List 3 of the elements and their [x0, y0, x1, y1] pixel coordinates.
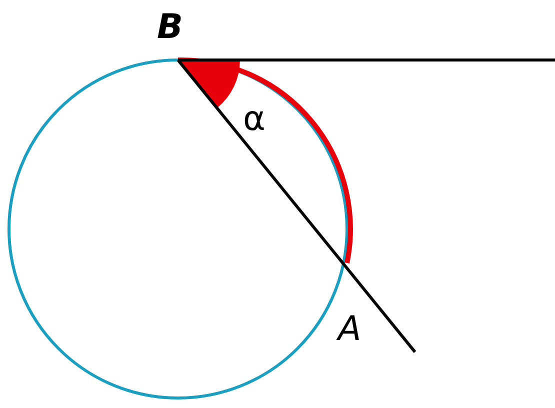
point-label: A	[338, 312, 362, 346]
point-label: B	[157, 10, 183, 44]
angle-label: α	[243, 102, 266, 136]
